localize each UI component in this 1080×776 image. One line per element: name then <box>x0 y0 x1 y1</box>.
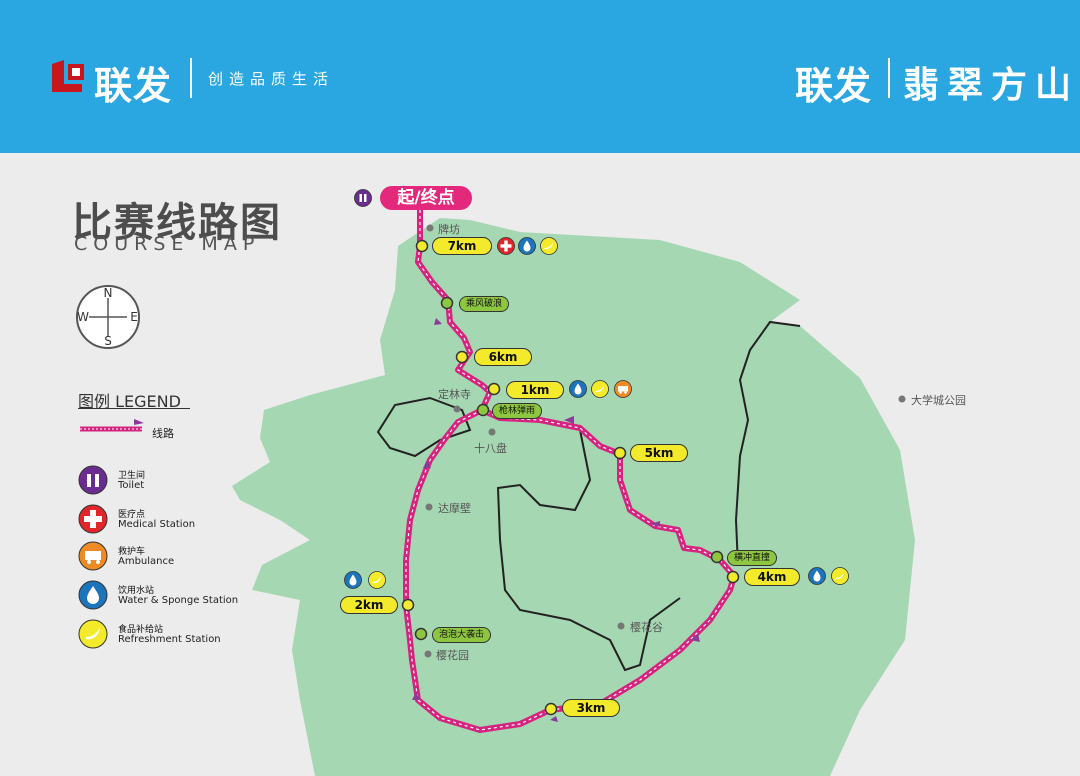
km-marker-5: 5km <box>630 444 688 462</box>
activity-label-4: 泡泡大袭击 <box>432 627 492 643</box>
brand-slogan: 创造品质生活 <box>208 70 335 88</box>
ambulance-icon <box>614 380 632 398</box>
compass-n: N <box>104 286 113 300</box>
compass-icon: N S E W <box>76 285 140 349</box>
km-marker-7: 7km <box>432 237 492 255</box>
map-title-cn: 比赛线路图 <box>72 200 282 246</box>
water-drop-icon <box>518 237 536 255</box>
map-title-en: COURSE MAP <box>74 233 261 255</box>
legend-item-medical: 医疗点 Medical Station <box>78 504 298 536</box>
lianfa-logo-icon <box>52 60 84 92</box>
compass-w: W <box>77 310 89 324</box>
compass-s: S <box>104 334 112 348</box>
km-marker-3: 3km <box>562 699 620 717</box>
header-bar: 联发 创造品质生活 联发 翡翠方山 <box>0 0 1080 153</box>
activity-label-2: 枪林弹雨 <box>492 403 543 419</box>
banana-icon <box>368 571 386 589</box>
activity-label-1: 乘风破浪 <box>459 296 510 312</box>
road-line <box>496 429 681 672</box>
km-marker-6: 6km <box>474 348 532 366</box>
compass-e: E <box>130 310 138 324</box>
activity-marker-dot <box>414 296 724 641</box>
water-drop-icon <box>569 380 587 398</box>
direction-arrow <box>412 318 700 722</box>
place-damo-wall: 达摩壁 <box>438 502 471 515</box>
legend-item-refreshment: 食品补给站 Refreshment Station <box>78 619 298 651</box>
race-route-dashes <box>405 210 735 731</box>
legend-item-water: 饮用水站 Water & Sponge Station <box>78 580 298 612</box>
banana-icon <box>540 237 558 255</box>
place-dinglin-temple: 定林寺 <box>438 388 471 401</box>
km-marker-dot <box>401 239 740 716</box>
header-divider <box>190 58 192 98</box>
place-paifang: 牌坊 <box>438 223 460 236</box>
medical-cross-icon <box>78 504 108 534</box>
legend-divider <box>78 408 190 409</box>
place-shibapan: 十八盘 <box>474 442 507 455</box>
brand-name-right: 联发 <box>795 64 872 108</box>
legend-item-toilet: 卫生间 Toilet <box>78 465 298 497</box>
banana-icon <box>78 619 108 649</box>
banana-icon <box>591 380 609 398</box>
toilet-icon <box>354 189 372 207</box>
legend-route-label: 线路 <box>152 427 174 440</box>
medical-cross-icon <box>497 237 515 255</box>
place-sakura-valley: 樱花谷 <box>630 621 663 634</box>
km-marker-4: 4km <box>744 568 800 586</box>
water-drop-icon <box>344 571 362 589</box>
legend-route-swatch <box>80 419 144 432</box>
start-finish-label: 起/终点 <box>380 186 472 210</box>
brand-name: 联发 <box>94 64 173 108</box>
toilet-icon <box>78 465 108 495</box>
km-marker-2: 2km <box>340 596 398 614</box>
course-map <box>232 210 915 776</box>
legend-item-ambulance: 救护车 Ambulance <box>78 541 298 573</box>
water-drop-icon <box>808 567 826 585</box>
banana-icon <box>831 567 849 585</box>
place-dot <box>424 224 906 658</box>
activity-label-3: 横冲直撞 <box>727 550 778 566</box>
place-sakura-garden: 樱花园 <box>436 649 469 662</box>
place-university-park: 大学城公园 <box>911 394 966 407</box>
park-land-area <box>232 218 915 776</box>
project-name: 翡翠方山 <box>903 64 1080 106</box>
km-marker-1: 1km <box>506 381 564 399</box>
ambulance-icon <box>78 541 108 571</box>
road-line <box>376 396 472 458</box>
water-drop-icon <box>78 580 108 610</box>
road-line <box>734 320 801 567</box>
header-divider-right <box>888 58 890 98</box>
legend-title: 图例 LEGEND <box>78 392 181 411</box>
